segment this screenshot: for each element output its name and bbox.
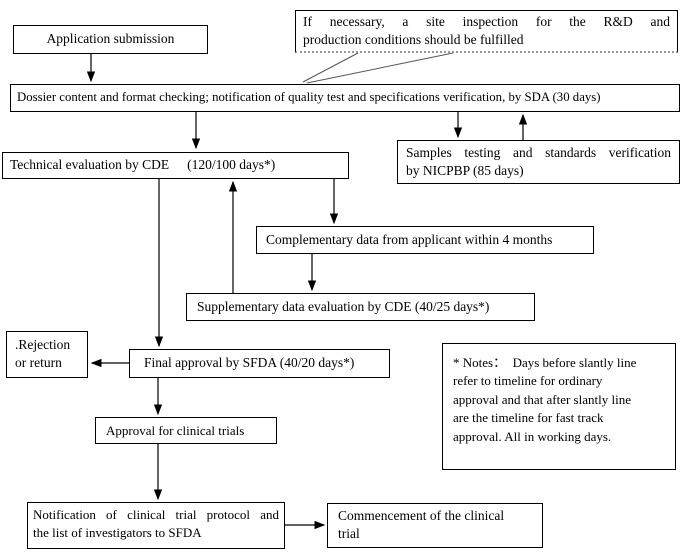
node-complementary-data: Complementary data from applicant within… [256, 226, 594, 254]
node-label: Final approval by SFDA (40/20 days*) [144, 355, 355, 371]
notes-line: are the timeline for fast track [453, 410, 604, 426]
node-dossier-checking: Dossier content and format checking; not… [10, 84, 680, 112]
node-label-line: .Rejection [15, 337, 71, 352]
node-samples-testing: Samples testing and standards verificati… [397, 140, 680, 184]
notes-line: refer to timeline for ordinary [453, 373, 603, 389]
node-label-line: trial [338, 526, 360, 542]
notes-line: * Notes： Days before slantly line [453, 355, 637, 370]
node-label-line: Commencement of the clinical [338, 508, 505, 523]
node-site-inspection-note: If necessary, a site inspection for the … [295, 10, 678, 53]
node-supplementary-evaluation: Supplementary data evaluation by CDE (40… [186, 293, 535, 321]
node-application-submission: Application submission [13, 25, 208, 54]
node-label-line: Samples testing and standards verificati… [406, 145, 671, 160]
node-approval-clinical-trials: Approval for clinical trials [95, 417, 277, 444]
node-label: Supplementary data evaluation by CDE (40… [197, 298, 490, 314]
notes-line: approval. All in working days. [453, 428, 612, 444]
notes-line: approval and that after slantly line [453, 391, 631, 407]
node-label: Complementary data from applicant within… [266, 231, 553, 247]
node-label-line: by NICPBP (85 days) [406, 163, 524, 179]
callout-tail-right [306, 52, 454, 84]
node-label-line: If necessary, a site inspection for the … [303, 14, 670, 29]
node-label-line: Notification of clinical trial protocol … [33, 507, 279, 522]
node-label: Technical evaluation by CDE [10, 157, 170, 173]
node-notification-protocol: Notification of clinical trial protocol … [27, 502, 285, 549]
node-final-approval: Final approval by SFDA (40/20 days*) [129, 349, 390, 378]
callout-tail-left [302, 52, 359, 83]
node-duration: (120/100 days*) [187, 157, 276, 173]
node-label-line: production conditions should be fulfille… [303, 32, 524, 48]
node-commencement: Commencement of the clinical trial [327, 503, 543, 548]
node-label-line: the list of investigators to SFDA [33, 524, 202, 540]
node-technical-evaluation: Technical evaluation by CDE (120/100 day… [2, 152, 349, 179]
node-label: Dossier content and format checking; not… [17, 90, 601, 105]
node-label-line: or return [15, 355, 62, 371]
node-label: Approval for clinical trials [106, 422, 245, 438]
node-rejection-or-return: .Rejection or return [6, 331, 88, 378]
node-notes: * Notes： Days before slantly line refer … [442, 343, 676, 470]
node-label: Application submission [46, 31, 175, 47]
